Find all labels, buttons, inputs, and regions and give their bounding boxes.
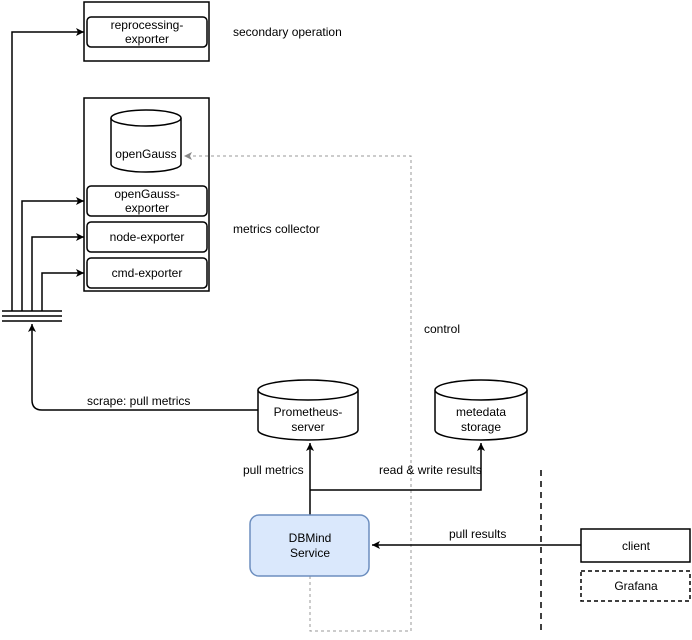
scrape-pull-metrics-label: scrape: pull metrics xyxy=(87,394,190,408)
opengauss-exporter-node[interactable] xyxy=(86,185,208,217)
prometheus-server-database[interactable] xyxy=(257,379,359,441)
edge-read-write-results xyxy=(310,443,485,491)
grafana-node[interactable] xyxy=(580,570,691,602)
opengauss-exporter-label-2: exporter xyxy=(125,201,169,215)
edge-control xyxy=(184,152,412,632)
opengauss-label: openGauss xyxy=(115,147,176,161)
cmd-exporter-node[interactable] xyxy=(86,257,208,289)
control-label: control xyxy=(424,322,460,336)
read-write-results-label: read & write results xyxy=(379,463,482,477)
pull-metrics-label: pull metrics xyxy=(243,463,304,477)
bus-to-exporter-connectors xyxy=(11,28,84,311)
client-label: client xyxy=(622,539,651,553)
node-exporter-label: node-exporter xyxy=(110,230,185,244)
metadata-storage-database[interactable] xyxy=(434,379,528,441)
prometheus-server-label-1: Prometheus- xyxy=(274,405,343,419)
prometheus-server-label-2: server xyxy=(291,420,324,434)
reprocessing-exporter-node[interactable] xyxy=(86,16,208,48)
opengauss-exporter-label-1: openGauss- xyxy=(114,187,179,201)
metadata-storage-label-2: storage xyxy=(461,420,501,434)
edge-bus-to-reprocessing xyxy=(11,28,84,311)
pull-results-label: pull results xyxy=(449,527,506,541)
dbmind-service-label-2: Service xyxy=(290,546,330,560)
edge-bus-to-opengauss-exporter xyxy=(21,197,84,311)
secondary-operation-label: secondary operation xyxy=(233,25,342,39)
metrics-collector-label: metrics collector xyxy=(233,222,320,236)
node-exporter-node[interactable] xyxy=(86,221,208,253)
reprocessing-exporter-label-1: reprocessing- xyxy=(111,18,184,32)
edge-bus-to-cmd-exporter xyxy=(41,269,84,311)
reprocessing-exporter-label-2: exporter xyxy=(125,32,169,46)
opengauss-database[interactable] xyxy=(110,109,182,173)
cmd-exporter-label: cmd-exporter xyxy=(112,266,183,280)
scrape-bus xyxy=(2,310,62,322)
metadata-storage-label-1: metedata xyxy=(456,405,506,419)
grafana-label: Grafana xyxy=(614,579,658,593)
dbmind-service-node[interactable] xyxy=(249,514,370,577)
edge-bus-to-node-exporter xyxy=(31,233,84,311)
edge-scrape-pull-metrics xyxy=(28,324,258,411)
dbmind-service-label-1: DBMind xyxy=(289,531,332,545)
client-node[interactable] xyxy=(580,528,691,563)
